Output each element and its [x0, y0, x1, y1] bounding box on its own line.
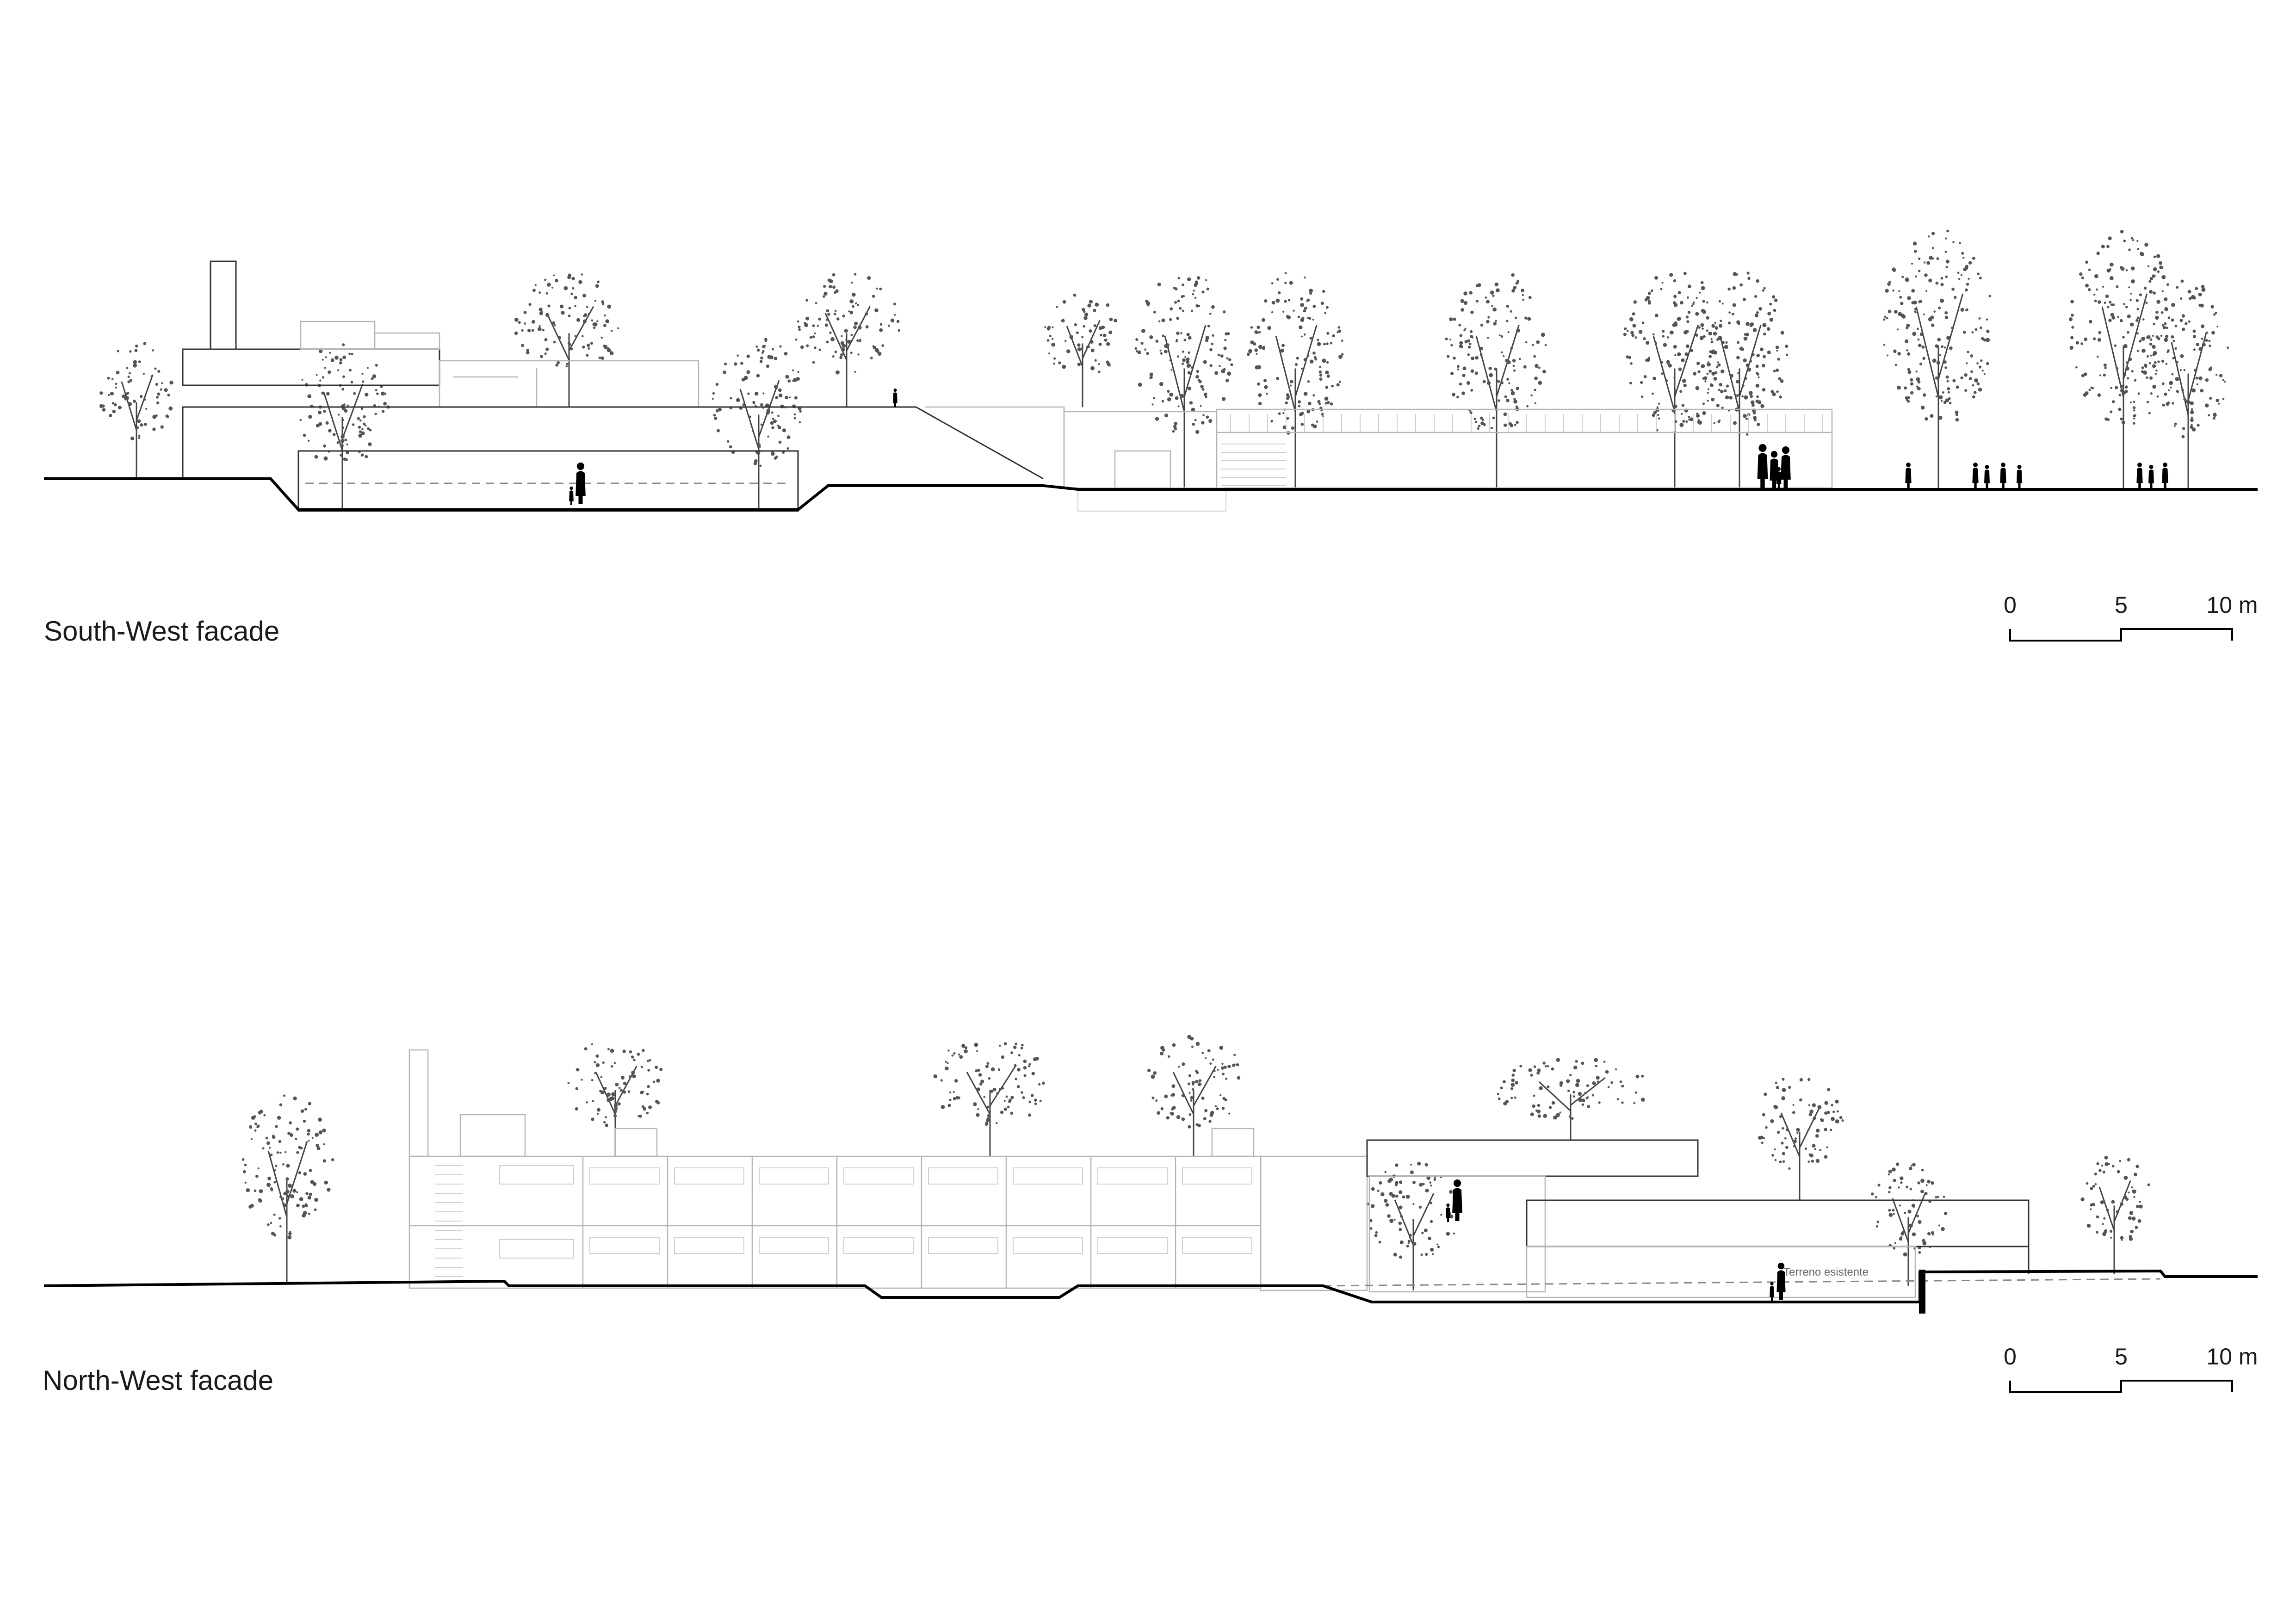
tree [514, 273, 619, 407]
tree [1147, 1035, 1241, 1156]
ground-volume [1526, 1246, 1916, 1298]
person-silhouette [1776, 1263, 1786, 1300]
person-silhouette [893, 389, 897, 407]
facade-title: North-West facade [43, 1365, 273, 1396]
existing-ground-annotation: Terreno esistente [1783, 1266, 1869, 1278]
building-bays [435, 1156, 1252, 1288]
sunken-volume [297, 450, 799, 512]
scale-bar: 0 5 10 m [2004, 592, 2258, 642]
south-west-buildings [182, 260, 1833, 512]
main-volume [182, 406, 1044, 480]
tree [1758, 1078, 1844, 1200]
scale-label-10: 10 m [2206, 1344, 2258, 1370]
tree [1870, 1162, 1948, 1286]
upper-volume [182, 348, 440, 386]
tree [1366, 1161, 1459, 1290]
roof-structure [300, 321, 376, 350]
facade-title: South-West facade [44, 616, 279, 647]
scale-label-5: 5 [2115, 1344, 2128, 1370]
person-silhouette [1770, 451, 1779, 488]
tree [1883, 229, 1991, 488]
south-west-ground-line [44, 477, 2258, 511]
person-silhouette [1452, 1179, 1462, 1221]
tree [1623, 272, 1728, 488]
scale-label-10: 10 m [2206, 592, 2258, 618]
scale-label-5: 5 [2115, 592, 2128, 618]
person-silhouette [1757, 444, 1768, 488]
roof-structure [374, 332, 440, 350]
scale-bar: 0 5 10 m [2004, 1344, 2258, 1393]
person-silhouette [1446, 1203, 1450, 1222]
person-silhouette [2136, 463, 2143, 488]
chimney [408, 1049, 429, 1157]
tree [1445, 273, 1547, 488]
roof-structure [1211, 1128, 1255, 1157]
scale-bar-line [2009, 628, 2233, 642]
north-west-buildings [408, 1049, 2161, 1314]
south-west-people [569, 389, 2168, 505]
south-west-facade: South-West facade 0 5 10 m [44, 229, 2258, 647]
middle-volume [1526, 1199, 2030, 1247]
person-silhouette [576, 463, 586, 504]
tree [99, 342, 173, 479]
tree [1044, 293, 1117, 407]
tree [241, 1094, 334, 1284]
person-silhouette [2000, 463, 2006, 488]
pergola-slats [1221, 414, 1823, 486]
background-building [925, 406, 1065, 488]
north-west-facade: Terreno esistente North-West facade 0 5 … [43, 1035, 2258, 1396]
person-silhouette [2162, 463, 2168, 488]
tree [567, 1043, 663, 1156]
tree [1134, 276, 1233, 488]
person-silhouette [1781, 446, 1791, 488]
tree [299, 343, 390, 509]
roof-structure [614, 1128, 658, 1157]
tree [1497, 1058, 1645, 1140]
person-silhouette [1905, 463, 1912, 488]
tree [2080, 1155, 2150, 1274]
north-west-trees [241, 1035, 2150, 1290]
tree [1695, 272, 1789, 488]
existing-ground-dashed-line [1323, 1278, 2161, 1287]
tree [795, 273, 900, 407]
roof-structure [459, 1114, 526, 1157]
person-silhouette [569, 487, 574, 505]
basement-outline [1077, 488, 1226, 512]
upper-cantilever [1366, 1139, 1699, 1177]
scale-bar-line [2009, 1380, 2233, 1393]
chimney [210, 260, 237, 350]
person-silhouette [1770, 1282, 1774, 1301]
person-silhouette [1972, 463, 1979, 488]
door [1114, 450, 1171, 489]
tree [933, 1042, 1045, 1156]
scale-label-0: 0 [2004, 1344, 2017, 1370]
south-west-trees [99, 229, 2229, 509]
lower-volume [1368, 1175, 1546, 1293]
north-west-people [1446, 1179, 1786, 1301]
tree [1246, 272, 1344, 488]
long-building [408, 1155, 1262, 1289]
person-silhouette [1776, 467, 1782, 488]
tree [2068, 230, 2175, 488]
person-silhouette [2148, 465, 2154, 488]
person-silhouette [1984, 465, 1990, 488]
north-west-ground-line [43, 1269, 2258, 1303]
connector-volume [1260, 1155, 1368, 1291]
person-silhouette [2017, 465, 2022, 488]
scale-label-0: 0 [2004, 592, 2017, 618]
tree [2149, 279, 2229, 488]
